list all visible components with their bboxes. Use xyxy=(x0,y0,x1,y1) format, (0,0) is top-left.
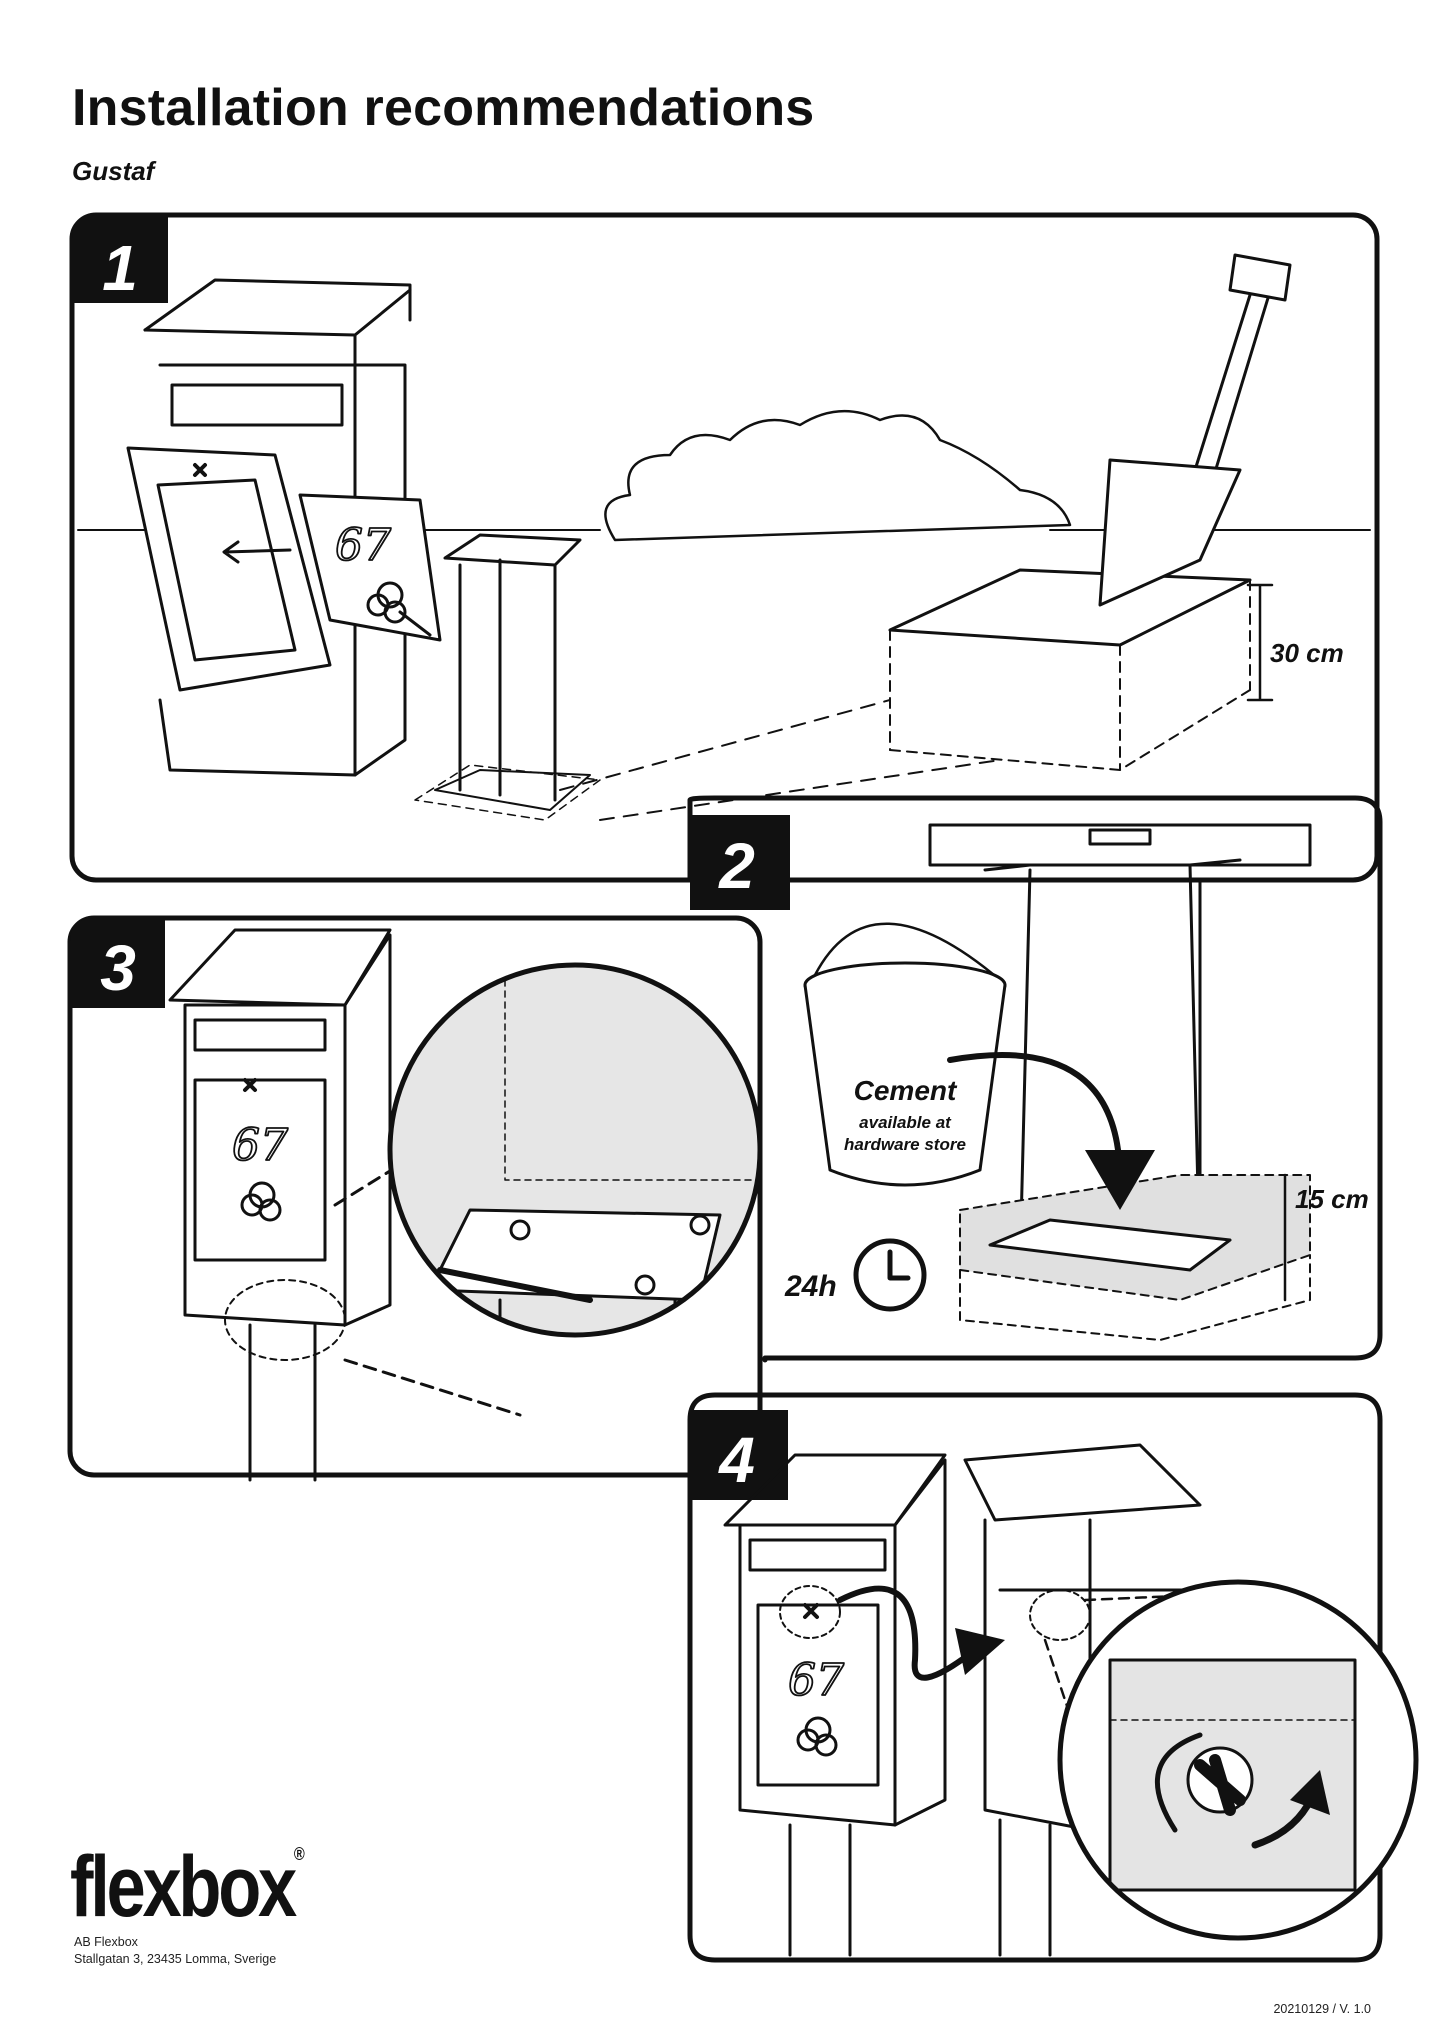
step-3-panel: 3 67 xyxy=(67,915,763,1482)
step-1-number: 1 xyxy=(102,232,138,304)
post-icon xyxy=(414,533,601,821)
step-1-depth-label: 30 cm xyxy=(1270,638,1344,668)
bucket-title: Cement xyxy=(854,1075,958,1106)
step-4-panel: 4 67 xyxy=(687,1392,1419,1963)
step-4-badge xyxy=(690,1410,788,1500)
step-2-depth-label: 15 cm xyxy=(1295,1184,1369,1214)
step-1-panel: 1 67 xyxy=(69,212,1380,883)
company-name: AB Flexbox xyxy=(74,1935,138,1949)
zoom-detail-4 xyxy=(1060,1582,1416,1938)
arrow-icon xyxy=(947,1052,1123,1183)
company-address: Stallgatan 3, 23435 Lomma, Sverige xyxy=(74,1952,277,1966)
step-1-plate-number: 67 xyxy=(335,520,391,571)
zoom-detail-3 xyxy=(390,965,760,1335)
mailbox-icon xyxy=(723,1453,947,1957)
bucket-icon xyxy=(803,922,1007,1187)
bucket-line-2: hardware store xyxy=(844,1135,966,1154)
wing-nut-icon xyxy=(1194,1754,1246,1816)
shovel-icon xyxy=(1098,253,1292,607)
registered-mark: ® xyxy=(293,1844,305,1864)
mailbox-icon xyxy=(126,278,442,777)
product-name: Gustaf xyxy=(72,156,155,186)
wrench-icon xyxy=(437,1267,593,1303)
step-3-plate-number: 67 xyxy=(232,1120,288,1171)
step-4-number: 4 xyxy=(717,1424,755,1496)
brand-logo: flexbox® xyxy=(70,1839,305,1935)
step-1-badge xyxy=(72,215,168,303)
step-2-badge xyxy=(690,815,790,910)
document-version: 20210129 / V. 1.0 xyxy=(1273,2002,1371,2016)
hole-icon xyxy=(888,568,1274,771)
step-4-plate-number: 67 xyxy=(788,1655,844,1706)
step-2-number: 2 xyxy=(718,830,755,902)
arrow-icon xyxy=(837,1585,978,1681)
bush-icon xyxy=(604,409,1072,542)
cure-time-label: 24h xyxy=(784,1270,837,1303)
level-icon xyxy=(928,823,1312,867)
page-title: Installation recommendations xyxy=(72,79,815,137)
bucket-line-1: available at xyxy=(859,1113,952,1132)
step-3-badge xyxy=(70,918,165,1008)
step-3-number: 3 xyxy=(100,932,136,1004)
clock-icon xyxy=(853,1238,927,1312)
step-2-panel: 2 15 cm Cement available at hardware sto xyxy=(687,795,1383,1363)
